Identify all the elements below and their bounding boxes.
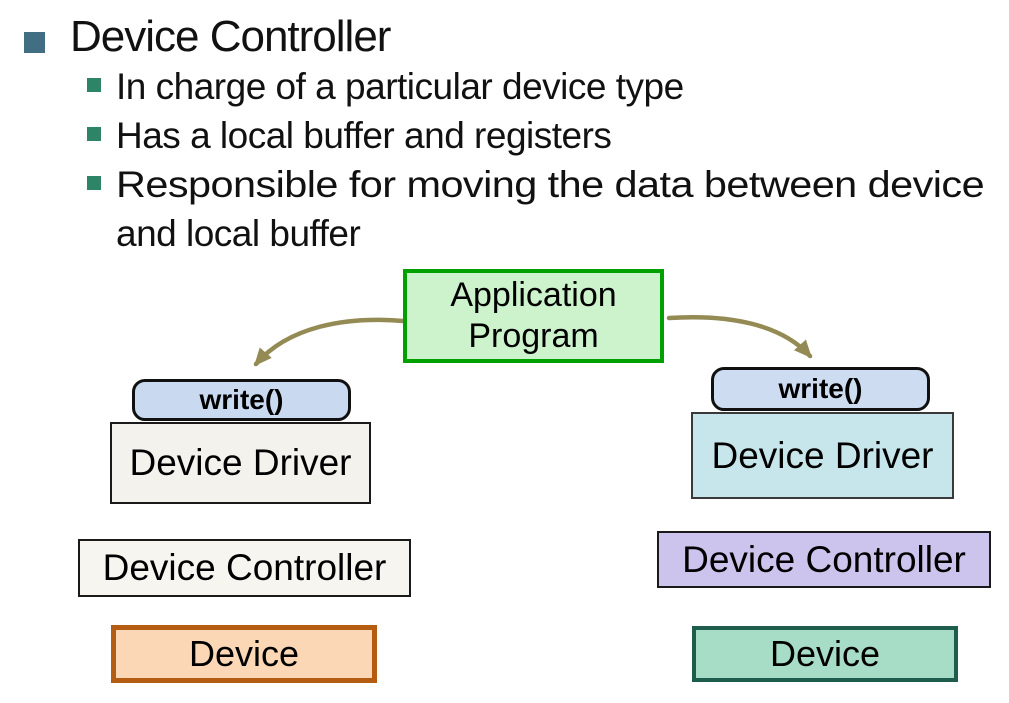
bullet-list: In charge of a particular device type Ha… — [87, 62, 985, 258]
application-program-label: Application Program — [450, 276, 617, 355]
level2-bullet-icon — [87, 127, 101, 141]
arrow-app-to-right-write — [666, 314, 813, 359]
bullet-text-line2: and local buffer — [116, 213, 361, 254]
right-device-controller-label: Device Controller — [682, 538, 966, 580]
left-device-box: Device — [111, 625, 377, 683]
left-device-controller-box: Device Controller — [78, 539, 411, 597]
application-program-box: Application Program — [403, 269, 664, 363]
right-write-label: write() — [778, 373, 863, 404]
right-device-driver-label: Device Driver — [711, 434, 934, 476]
left-device-label: Device — [188, 633, 300, 674]
bullet-item: Responsible for moving the data between … — [87, 160, 985, 209]
bullet-text: Has a local buffer and registers — [116, 115, 612, 156]
left-device-driver-label: Device Driver — [129, 442, 352, 483]
bullet-item: Has a local buffer and registers — [87, 111, 891, 160]
level2-bullet-icon — [87, 78, 101, 92]
left-device-driver-box: Device Driver — [110, 422, 371, 504]
left-write-box: write() — [132, 379, 351, 421]
bullet-item-continuation: and local buffer — [87, 209, 891, 258]
slide-title-row: Device Controller — [24, 10, 391, 64]
slide-title: Device Controller — [70, 12, 391, 61]
right-device-driver-box: Device Driver — [691, 412, 954, 499]
bullet-text: Responsible for moving the data between … — [116, 160, 985, 209]
arrow-app-to-left-write — [253, 317, 406, 367]
right-write-box: write() — [711, 367, 930, 411]
left-write-label: write() — [199, 384, 284, 415]
left-device-controller-label: Device Controller — [102, 547, 387, 588]
bullet-item: In charge of a particular device type — [87, 62, 891, 111]
right-device-controller-box: Device Controller — [657, 531, 991, 588]
bullet-text-line1: Responsible for moving the data between … — [116, 164, 985, 205]
level2-bullet-icon — [87, 176, 101, 190]
right-device-box: Device — [692, 626, 958, 682]
level1-bullet-icon — [24, 32, 45, 53]
right-device-label: Device — [769, 633, 881, 674]
bullet-text: In charge of a particular device type — [116, 66, 684, 107]
